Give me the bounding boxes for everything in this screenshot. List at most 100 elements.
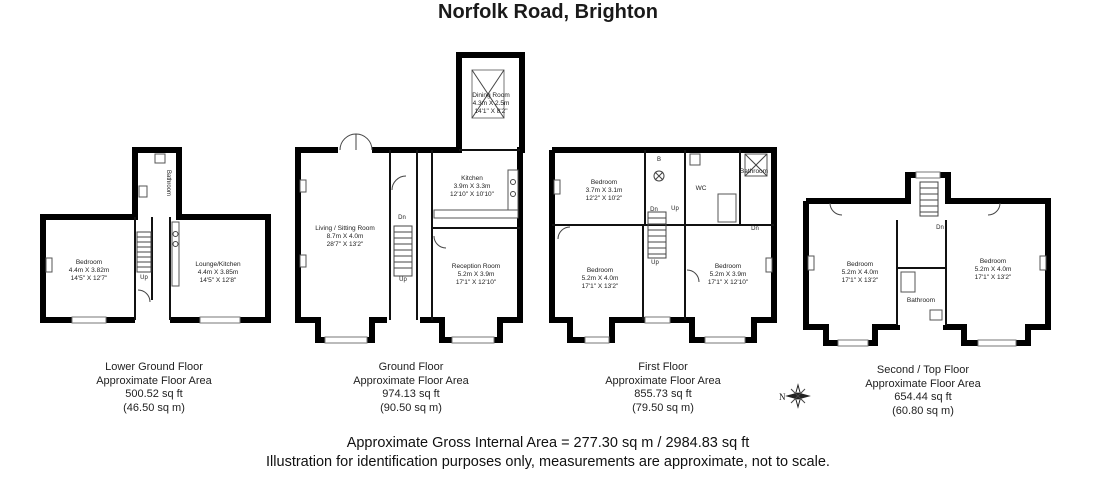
room-dims-m: 3.9m X 3.3m [454, 183, 491, 190]
ground-floor-plan: Dining Room 4.3m X 2.5m 14'1" X 8'2" Kit… [295, 52, 525, 344]
room-dims-m: 4.4m X 3.82m [69, 267, 109, 274]
room-name: Dining Room [472, 92, 510, 99]
room-name: Bedroom [76, 259, 102, 266]
kitchen-counter [433, 209, 519, 219]
fireplace [553, 179, 561, 195]
french-door [355, 133, 373, 151]
window [451, 336, 495, 344]
floor-area-sqm: (46.50 sq m) [123, 401, 185, 414]
staircase [919, 181, 939, 217]
bath [717, 193, 737, 223]
fireplace [807, 255, 815, 271]
staircase [647, 211, 667, 259]
window [584, 336, 610, 344]
room-dims-ft: 17'1" X 13'2" [582, 283, 619, 290]
stair-label: Dn [751, 226, 759, 232]
boiler-marker: B [657, 157, 661, 163]
fireplace [299, 254, 307, 268]
fireplace [765, 257, 773, 273]
window [837, 339, 869, 347]
room-dims-m: 5.2m X 3.9m [458, 271, 495, 278]
floor-caption-second: Second / Top Floor Approximate Floor Are… [853, 364, 993, 418]
door-swing [987, 202, 1001, 216]
room-dims-m: 5.2m X 4.0m [842, 269, 879, 276]
room-name: Bathroom [740, 168, 768, 175]
room-name: Reception Room [452, 263, 500, 270]
staircase [393, 225, 413, 277]
room-dims-m: 3.7m X 3.1m [586, 187, 623, 194]
window [199, 316, 241, 324]
lower-ground-floor-plan: Bedroom 4.4m X 3.82m 14'5" X 12'7" Loung… [40, 147, 271, 324]
bath [900, 271, 916, 293]
kitchen-counter [171, 221, 180, 287]
window [977, 339, 1017, 347]
floor-area-sqm: (79.50 sq m) [632, 401, 694, 414]
room-dims-ft: 12'2" X 10'2" [586, 195, 623, 202]
door-swing [686, 269, 700, 283]
room-dims-ft: 17'1" X 12'10" [456, 279, 497, 286]
floor-caption-first: First Floor Approximate Floor Area 855.7… [593, 361, 733, 415]
room-dims-ft: 12'10" X 10'10" [450, 191, 495, 198]
room-dims-ft: 17'1" X 13'2" [975, 274, 1012, 281]
window [644, 316, 671, 324]
floor-area-label: Approximate Floor Area [605, 374, 721, 387]
room-name: Living / Sitting Room [315, 225, 375, 232]
room-dims-m: 4.4m X 3.85m [198, 269, 238, 276]
toilet [689, 153, 701, 166]
second-floor-plan: Bedroom 5.2m X 4.0m 17'1" X 13'2" Bedroo… [803, 171, 1051, 347]
fireplace [1039, 255, 1047, 271]
kitchen-counter [507, 169, 519, 211]
floor-area-sqft: 855.73 sq ft [634, 388, 692, 400]
floor-name: First Floor [638, 361, 688, 373]
floor-area-sqm: (90.50 sq m) [380, 401, 442, 414]
boiler [653, 170, 665, 182]
staircase [136, 231, 152, 273]
window [704, 336, 746, 344]
window [324, 336, 368, 344]
room-name: Lounge/Kitchen [195, 261, 241, 268]
floor-area-sqft: 500.52 sq ft [125, 388, 183, 400]
stair-label: Up [671, 206, 679, 212]
room-dims-ft: 14'5" X 12'8" [200, 277, 237, 284]
room-dims-ft: 14'5" X 12'7" [71, 275, 108, 282]
fireplace [299, 179, 307, 193]
floor-area-sqft: 974.13 sq ft [382, 388, 440, 400]
window [915, 171, 941, 179]
room-dims-ft: 28'7" X 13'2" [327, 241, 364, 248]
room-name: Bedroom [847, 261, 873, 268]
room-dims-m: 8.7m X 4.0m [327, 233, 364, 240]
french-door [339, 133, 357, 151]
gross-internal-area: Approximate Gross Internal Area = 277.30… [346, 435, 750, 451]
floor-name: Second / Top Floor [876, 364, 970, 376]
room-name: Bathroom [907, 297, 935, 304]
room-dims-m: 5.2m X 4.0m [582, 275, 619, 282]
floor-name: Lower Ground Floor [105, 361, 203, 373]
floor-area-label: Approximate Floor Area [353, 374, 469, 387]
floor-caption-lower-ground: Lower Ground Floor Approximate Floor Are… [84, 361, 224, 415]
door-swing [829, 202, 843, 216]
floor-name: Ground Floor [378, 361, 444, 373]
door-swing [433, 235, 447, 249]
floor-area-sqft: 654.44 sq ft [894, 391, 952, 403]
stair-label: Dn [398, 215, 406, 221]
room-name: Bedroom [715, 263, 741, 270]
room-dims-m: 4.3m X 2.5m [473, 100, 510, 107]
window [71, 316, 107, 324]
floor-area-label: Approximate Floor Area [865, 377, 981, 390]
compass-north-label: N [779, 392, 786, 402]
door-swing [557, 226, 571, 240]
room-name: Kitchen [461, 175, 483, 182]
door-swing [391, 175, 407, 191]
stair-label: Dn [936, 225, 944, 231]
room-dims-m: 5.2m X 4.0m [975, 266, 1012, 273]
stair-label: Up [651, 260, 659, 266]
disclaimer: Illustration for identification purposes… [266, 454, 830, 470]
room-dims-ft: 17'1" X 13'2" [842, 277, 879, 284]
plan-title: Norfolk Road, Brighton [438, 1, 658, 23]
room-name: Bedroom [980, 258, 1006, 265]
room-name: Bedroom [587, 267, 613, 274]
sink [929, 309, 943, 321]
toilet [154, 153, 166, 164]
floor-caption-ground: Ground Floor Approximate Floor Area 974.… [341, 361, 481, 415]
room-dims-m: 5.2m X 3.9m [710, 271, 747, 278]
